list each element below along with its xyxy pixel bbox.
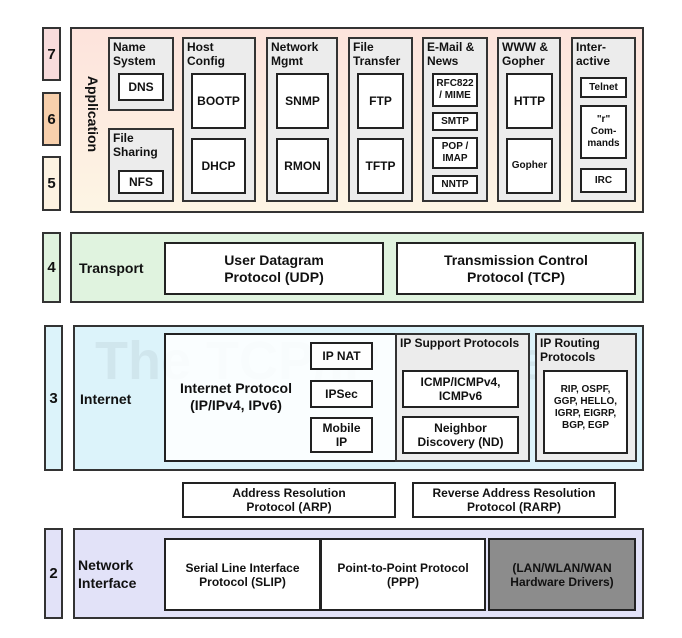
protocol-dns: DNS	[118, 73, 164, 101]
protocol-ip-nat: IP NAT	[310, 342, 373, 370]
group-title: File Sharing	[113, 131, 158, 159]
protocol-nd: Neighbor Discovery (ND)	[402, 416, 519, 454]
protocol-rarp: Reverse Address Resolution Protocol (RAR…	[412, 482, 616, 518]
protocol-ipsec: IPSec	[310, 380, 373, 408]
protocol-arp: Address Resolution Protocol (ARP)	[182, 482, 396, 518]
protocol-snmp: SNMP	[276, 73, 329, 129]
transport-label: Transport	[79, 260, 144, 276]
protocol-nfs: NFS	[118, 170, 164, 194]
protocol-tftp: TFTP	[357, 138, 404, 194]
group-title: File Transfer	[353, 40, 401, 68]
layer-6-number: 6	[42, 92, 61, 146]
protocol-nntp: NNTP	[432, 175, 478, 194]
group-title: Name System	[113, 40, 156, 68]
protocol-udp: User Datagram Protocol (UDP)	[164, 242, 384, 295]
protocol-ip: Internet Protocol (IP/IPv4, IPv6)	[179, 380, 292, 413]
protocol-bootp: BOOTP	[191, 73, 246, 129]
layer-3-number: 3	[44, 325, 63, 471]
group-title: IP Routing Protocols	[540, 336, 600, 364]
group-title: Host Config	[187, 40, 225, 68]
layer-5-number: 5	[42, 156, 61, 211]
layer-7-number: 7	[42, 27, 61, 81]
layer-2-number: 2	[44, 528, 63, 619]
protocol-dhcp: DHCP	[191, 138, 246, 194]
protocol-slip: Serial Line Interface Protocol (SLIP)	[164, 538, 321, 611]
group-title: IP Support Protocols	[400, 336, 520, 350]
protocol-http: HTTP	[506, 73, 553, 129]
protocol-irc: IRC	[580, 168, 627, 193]
protocol-icmp: ICMP/ICMPv4, ICMPv6	[402, 370, 519, 408]
internet-label: Internet	[80, 391, 132, 407]
group-title: WWW & Gopher	[502, 40, 548, 68]
group-title: E-Mail & News	[427, 40, 475, 68]
protocol-r-commands: "r" Com-mands	[580, 105, 627, 159]
hardware-drivers: (LAN/WLAN/WAN Hardware Drivers)	[488, 538, 636, 611]
protocol-gopher: Gopher	[506, 138, 553, 194]
protocol-mobile-ip: Mobile IP	[310, 417, 373, 453]
group-title: Network Mgmt	[271, 40, 319, 68]
protocol-routing-list: RIP, OSPF, GGP, HELLO, IGRP, EIGRP, BGP,…	[543, 370, 628, 454]
protocol-smtp: SMTP	[432, 112, 478, 131]
protocol-ftp: FTP	[357, 73, 404, 129]
protocol-pop-imap: POP / IMAP	[432, 137, 478, 169]
layer-4-number: 4	[42, 232, 61, 303]
protocol-rmon: RMON	[276, 138, 329, 194]
protocol-telnet: Telnet	[580, 77, 627, 98]
protocol-ppp: Point-to-Point Protocol (PPP)	[320, 538, 486, 611]
protocol-rfc822-mime: RFC822 / MIME	[432, 73, 478, 107]
application-label: Application	[85, 75, 101, 153]
protocol-tcp: Transmission Control Protocol (TCP)	[396, 242, 636, 295]
group-title: Inter-active	[576, 40, 611, 68]
network-interface-label: Network Interface	[78, 557, 137, 591]
